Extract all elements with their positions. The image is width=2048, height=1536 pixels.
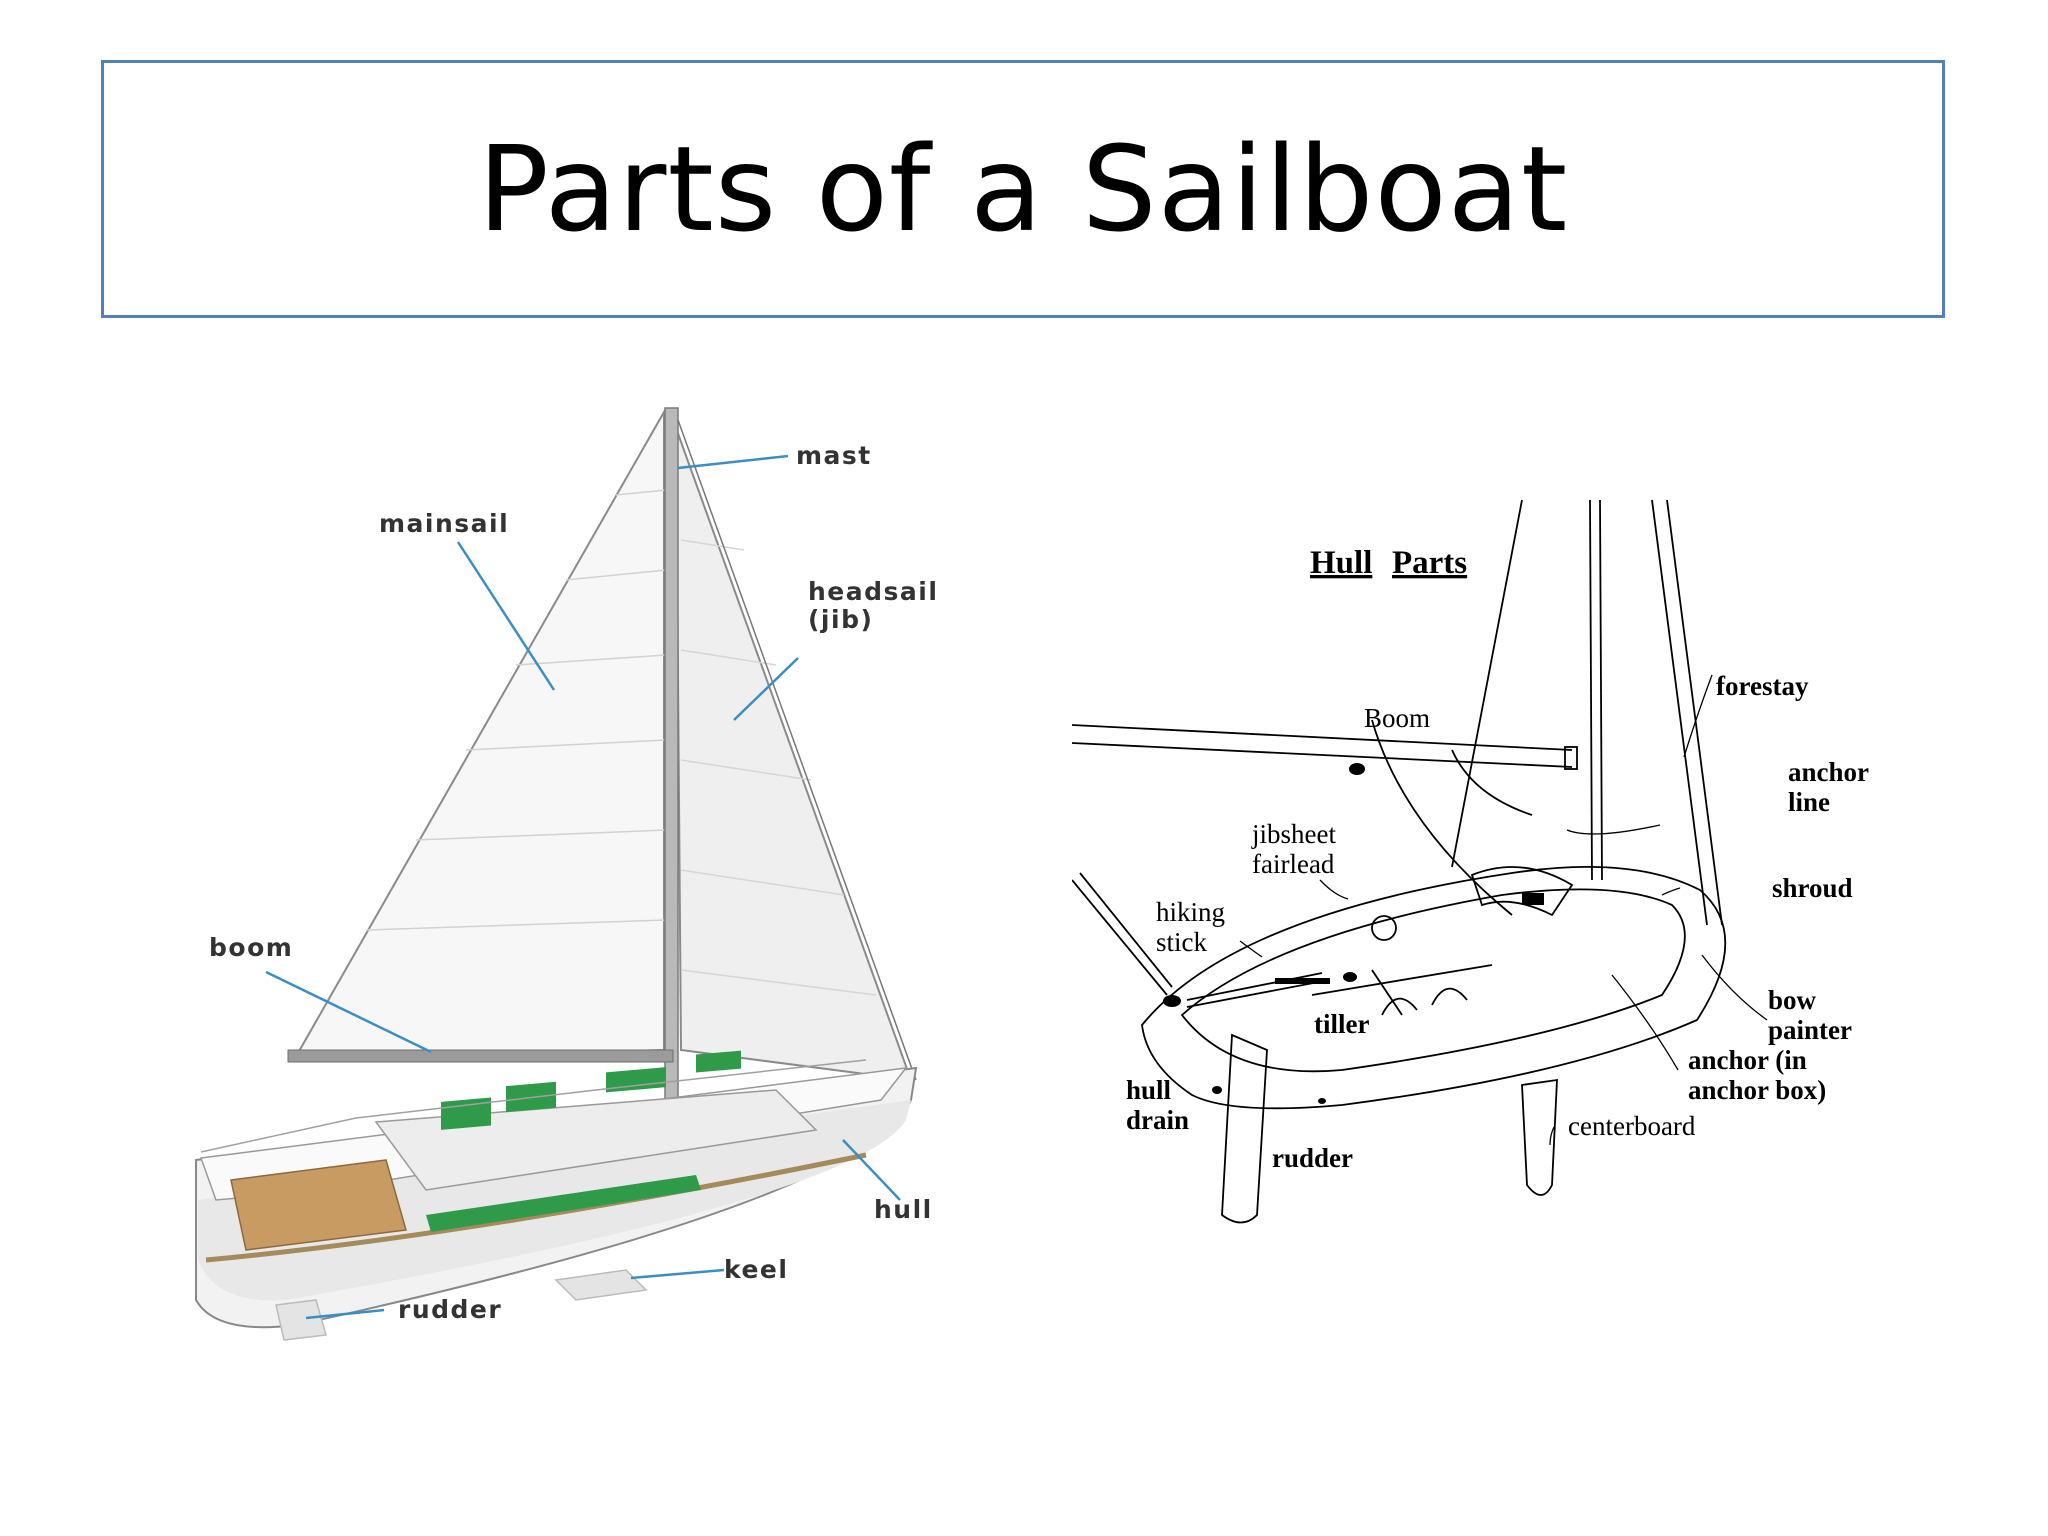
hatch-1 [441, 1097, 491, 1130]
label-bow: bow [1768, 985, 1817, 1015]
cockpit-floor [230, 1159, 407, 1251]
label-stick: stick [1156, 927, 1207, 957]
label-tiller: tiller [1314, 1009, 1369, 1039]
label-forestay: forestay [1716, 671, 1809, 701]
label-hiking: hiking [1156, 897, 1225, 927]
mainsail-seams [365, 489, 667, 931]
dinghy-hull-outline [1141, 866, 1727, 1110]
slide-title: Parts of a Sailboat [477, 120, 1569, 258]
label-hull-drain-2: drain [1126, 1105, 1189, 1135]
leader-lines [265, 454, 901, 1320]
label-boom-right: Boom [1364, 703, 1430, 733]
label-jib: (jib) [808, 605, 873, 634]
hatch-4 [696, 1050, 741, 1073]
mast-shape [664, 407, 679, 1109]
keel-shape [554, 1269, 648, 1301]
headsail-shape [675, 427, 913, 1082]
label-anchor-line-1: anchor [1788, 757, 1869, 787]
hull-fittings [1163, 763, 1544, 1104]
label-anchor-box-2: anchor box) [1688, 1075, 1826, 1105]
label-boom: boom [209, 933, 293, 962]
label-rudder: rudder [398, 1295, 502, 1324]
right-leader-lines [1239, 674, 1768, 1146]
title-box: Parts of a Sailboat [101, 60, 1945, 318]
label-mast: mast [796, 441, 872, 470]
headsail-seams [680, 539, 877, 996]
hull-parts-diagram: Hull Parts Boom forestay anchor line shr… [1072, 499, 1869, 1224]
heading-hull: Hull [1310, 545, 1372, 581]
boom-shape [287, 1049, 674, 1063]
label-anchor-line-2: line [1788, 787, 1830, 817]
heading-parts: Parts [1392, 545, 1467, 581]
label-fairlead: fairlead [1252, 849, 1335, 879]
label-centerboard: centerboard [1568, 1111, 1696, 1141]
dinghy-centerboard [1521, 1078, 1558, 1196]
hatch-3 [606, 1067, 666, 1093]
label-headsail: headsail [808, 577, 938, 606]
rudder-shape [275, 1299, 327, 1341]
label-shroud: shroud [1772, 873, 1853, 903]
label-hull: hull [874, 1195, 933, 1224]
label-mainsail: mainsail [379, 509, 509, 538]
dinghy-rudder [1221, 1033, 1268, 1224]
label-hull-drain-1: hull [1126, 1075, 1172, 1105]
label-anchor-box-1: anchor (in [1688, 1045, 1807, 1075]
label-jibsheet: jibsheet [1251, 819, 1336, 849]
label-rudder-right: rudder [1272, 1143, 1353, 1173]
side-window [426, 1175, 701, 1232]
label-keel: keel [724, 1255, 788, 1284]
sailboat-illustration: mast mainsail headsail (jib) boom hull k… [195, 407, 938, 1341]
label-painter: painter [1768, 1015, 1852, 1045]
